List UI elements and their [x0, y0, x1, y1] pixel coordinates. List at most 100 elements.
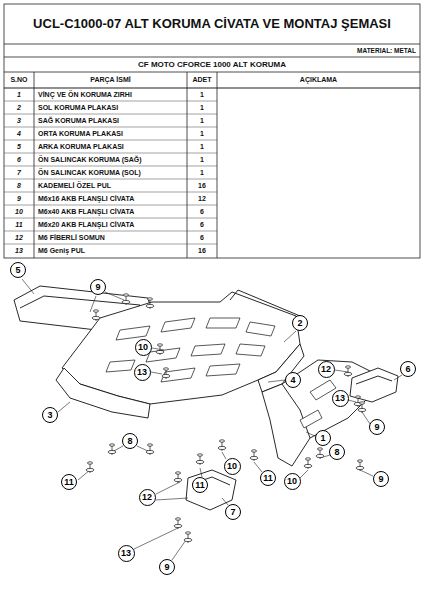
table-cell: 8 — [4, 179, 34, 192]
callout-number: 12 — [321, 365, 331, 374]
guard-plates — [14, 286, 398, 510]
material-note: MATERIAL: METAL — [220, 45, 416, 57]
callout-number: 10 — [227, 462, 237, 471]
table-cell: ÖN SALINCAK KORUMA (SOL) — [38, 166, 187, 179]
callout-circle: 13 — [118, 545, 135, 562]
callout-circle: 13 — [134, 364, 151, 381]
callout-circle: 11 — [260, 470, 276, 486]
callout-circle: 1 — [315, 430, 331, 446]
table-cell: 16 — [187, 244, 217, 257]
callout-number: 1 — [320, 434, 325, 443]
table-cell: 1 — [187, 127, 217, 140]
table-cell: 13 — [4, 244, 34, 257]
callout-circle: 10 — [224, 458, 241, 475]
callout-number: 9 — [95, 283, 100, 292]
callout-number: 10 — [138, 343, 148, 352]
callout-number: 11 — [263, 474, 273, 483]
callout-number: 2 — [297, 319, 302, 328]
callout-number: 13 — [121, 549, 131, 558]
callout-circle: 11 — [192, 477, 208, 493]
drawing-title: UCL-C1000-07 ALT KORUMA CİVATA VE MONTAJ… — [4, 16, 420, 31]
table-cell: 5 — [4, 140, 34, 153]
callout-number: 12 — [142, 493, 152, 502]
table-cell: 1 — [187, 101, 217, 114]
table-cell: VİNÇ VE ÖN KORUMA ZIRHI — [38, 88, 187, 101]
callout-number: 8 — [334, 448, 339, 457]
callout-circle: 9 — [369, 419, 385, 435]
callout-number: 9 — [374, 423, 379, 432]
table-cell: M6 Geniş PUL — [38, 244, 187, 257]
leader-lines — [22, 279, 402, 560]
table-cell: M6x40 AKB FLANŞLI CİVATA — [38, 205, 187, 218]
table-cell: 12 — [4, 231, 34, 244]
column-header: ADET — [187, 72, 217, 88]
table-cell: 6 — [187, 231, 217, 244]
callout-number: 10 — [287, 477, 297, 486]
callout-circle: 11 — [61, 474, 77, 490]
table-cell: KADEMELİ ÖZEL PUL — [38, 179, 187, 192]
table-cell: 6 — [4, 153, 34, 166]
table-cell: 1 — [187, 153, 217, 166]
table-cell: SOL KORUMA PLAKASI — [38, 101, 187, 114]
callout-circle: 8 — [329, 444, 345, 460]
table-cell: ORTA KORUMA PLAKASI — [38, 127, 187, 140]
callout-number: 11 — [195, 481, 205, 490]
bolts-washers — [86, 294, 366, 543]
callout-circle: 13 — [332, 390, 349, 407]
callout-circle: 9 — [159, 559, 175, 575]
table-cell: 6 — [187, 218, 217, 231]
table-cell: 1 — [4, 88, 34, 101]
column-header: AÇIKLAMA — [217, 72, 420, 88]
table-cell: M6x20 AKB FLANŞLI CİVATA — [38, 218, 187, 231]
callout-number: 5 — [15, 266, 20, 275]
table-cell: 4 — [4, 127, 34, 140]
column-header: PARÇA İSMİ — [34, 72, 187, 88]
table-cell: 12 — [187, 192, 217, 205]
callout-circle: 10 — [135, 339, 152, 356]
table-cell: M6x16 AKB FLANŞLI CİVATA — [38, 192, 187, 205]
table-cell: 16 — [187, 179, 217, 192]
callout-circle: 9 — [373, 471, 389, 487]
table-cell: 6 — [187, 205, 217, 218]
callout-number: 13 — [137, 368, 147, 377]
callout-circle: 8 — [122, 433, 138, 449]
table-grid — [4, 4, 420, 258]
table-cell: 10 — [4, 205, 34, 218]
table-cell: 2 — [4, 101, 34, 114]
callout-number: 6 — [405, 365, 410, 374]
table-cell: 3 — [4, 114, 34, 127]
callout-circle: 3 — [42, 407, 58, 423]
table-cell: 1 — [187, 88, 217, 101]
callout-number: 9 — [164, 563, 169, 572]
column-header: S.NO — [4, 72, 34, 88]
callout-number: 4 — [290, 376, 295, 385]
table-cell: 1 — [187, 114, 217, 127]
table-rows — [4, 101, 217, 244]
callout-number: 8 — [127, 437, 132, 446]
callout-circle: 9 — [90, 279, 106, 295]
callout-circle: 4 — [285, 372, 301, 388]
table-cell: 1 — [187, 140, 217, 153]
table-cell: M6 FİBERLİ SOMUN — [38, 231, 187, 244]
table-cell: 7 — [4, 166, 34, 179]
plate-holes — [106, 318, 336, 428]
callout-number: 11 — [64, 478, 74, 487]
table-cell: ÖN SALINCAK KORUMA (SAĞ) — [38, 153, 187, 166]
callout-circle: 2 — [292, 315, 308, 331]
callout-number: 13 — [335, 394, 345, 403]
callout-number: 9 — [378, 475, 383, 484]
table-cell: 1 — [187, 166, 217, 179]
callout-circle: 7 — [225, 504, 241, 520]
callout-number: 3 — [47, 411, 52, 420]
table-cell: 9 — [4, 192, 34, 205]
callout-circle: 5 — [10, 262, 26, 278]
table-cell: ARKA KORUMA PLAKASI — [38, 140, 187, 153]
callout-number: 7 — [230, 508, 235, 517]
callout-circle: 10 — [284, 473, 301, 490]
callout-circle: 12 — [139, 489, 156, 506]
table-heading: CF MOTO CFORCE 1000 ALT KORUMA — [4, 58, 420, 72]
callout-circle: 12 — [318, 361, 335, 378]
table-cell: SAĞ KORUMA PLAKASI — [38, 114, 187, 127]
